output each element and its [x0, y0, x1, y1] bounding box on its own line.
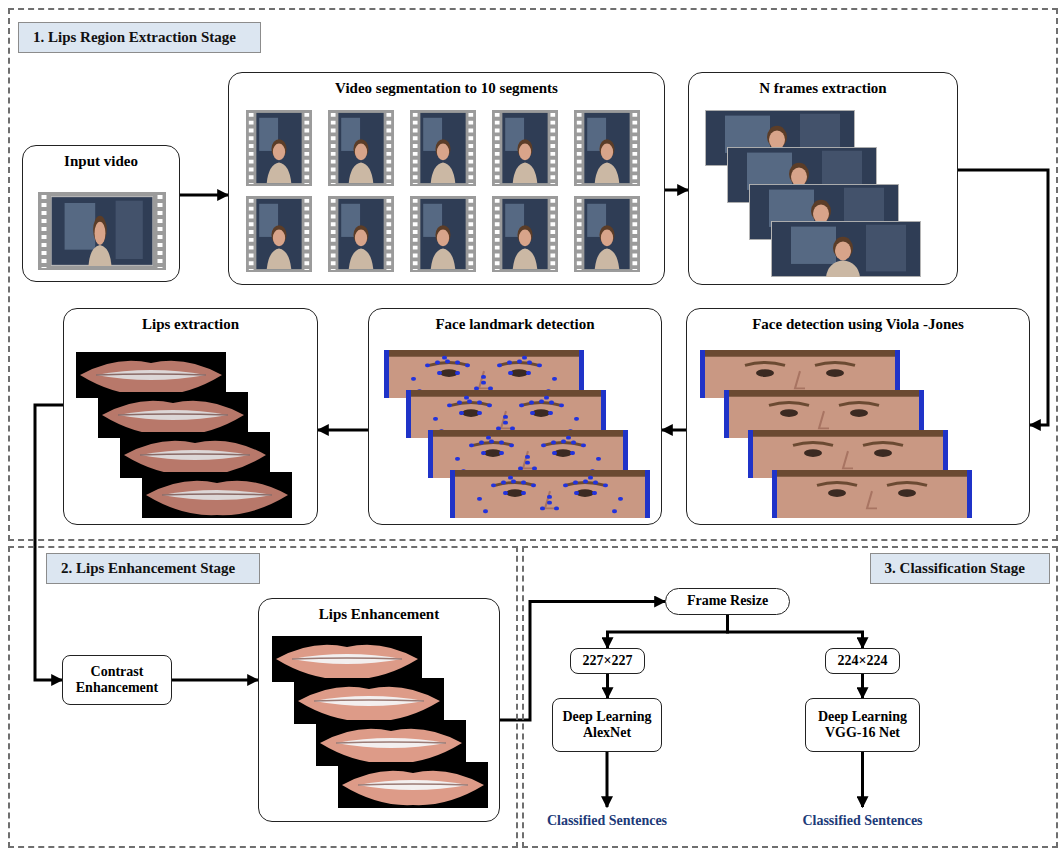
- process-box: Face detection using Viola -Jones: [686, 308, 1030, 525]
- flow-arrow: [861, 674, 864, 698]
- flow-arrow: [608, 615, 728, 648]
- box-label: Contrast Enhancement: [68, 664, 166, 696]
- film-segment: [574, 110, 640, 186]
- film-segment: [492, 110, 558, 186]
- stage-heading: 3. Classification Stage: [870, 553, 1050, 584]
- stage-region: 1. Lips Region Extraction StageInput vid…: [8, 8, 1058, 541]
- step-box: 227×227: [570, 648, 645, 674]
- output-arrow: [606, 752, 609, 807]
- film-segment: [410, 110, 476, 186]
- box-label: 227×227: [583, 653, 633, 669]
- flow-arrow: [665, 189, 688, 192]
- process-box: Face landmark detection: [368, 308, 662, 525]
- film-segment: [492, 196, 558, 272]
- output-arrow: [861, 752, 864, 807]
- video-frame: [51, 196, 153, 266]
- enhanced-lips-image: [316, 720, 466, 766]
- stage-region: 3. Classification StageFrame Resize 227×2…: [522, 546, 1058, 848]
- box-label: Deep Learning AlexNet: [558, 709, 656, 741]
- step-box: Frame Resize: [665, 588, 790, 615]
- output-label: Classified Sentences: [753, 813, 973, 829]
- flow-arrow: [180, 194, 228, 197]
- enhanced-lips-image: [338, 762, 488, 808]
- film-segment: [246, 196, 312, 272]
- box-label: Input video: [29, 153, 173, 170]
- flow-arrow: [728, 615, 863, 648]
- stage-heading: 1. Lips Region Extraction Stage: [18, 22, 261, 53]
- lips-image: [120, 432, 270, 478]
- flow-arrow: [35, 405, 63, 680]
- step-box: Deep Learning AlexNet: [552, 698, 662, 752]
- box-label: 224×224: [838, 653, 888, 669]
- process-box: Video segmentation to 10 segments: [228, 72, 665, 285]
- film-segment: [574, 196, 640, 272]
- box-label: Face detection using Viola -Jones: [693, 316, 1023, 333]
- step-box: Contrast Enhancement: [62, 655, 172, 705]
- box-label: Lips extraction: [70, 316, 311, 333]
- output-label: Classified Sentences: [497, 813, 717, 829]
- enhanced-lips-image: [294, 678, 444, 724]
- flow-arrow: [318, 429, 368, 432]
- process-box: Lips extraction: [63, 308, 318, 525]
- stage-region: 2. Lips Enhancement StageContrast Enhanc…: [8, 546, 518, 848]
- lips-image: [142, 472, 292, 518]
- face-crop: [772, 470, 972, 518]
- video-frame: [771, 221, 921, 277]
- box-label: Frame Resize: [687, 593, 768, 609]
- face-landmarks: [450, 470, 650, 518]
- film-holes: [158, 195, 163, 268]
- box-label: N frames extraction: [695, 80, 951, 97]
- box-label: Deep Learning VGG-16 Net: [811, 709, 914, 741]
- step-box: Deep Learning VGG-16 Net: [805, 698, 920, 752]
- process-box: Lips Enhancement: [258, 598, 500, 822]
- step-box: 224×224: [825, 648, 900, 674]
- film-segment: [410, 196, 476, 272]
- enhanced-lips-image: [272, 636, 422, 682]
- film-segment: [246, 110, 312, 186]
- film-strip: [38, 192, 166, 270]
- lips-image: [76, 352, 226, 398]
- flow-arrow: [662, 429, 686, 432]
- flow-arrow: [606, 674, 609, 698]
- process-box: N frames extraction: [688, 72, 958, 285]
- flow-arrow: [172, 679, 258, 682]
- stage-heading: 2. Lips Enhancement Stage: [46, 553, 260, 584]
- box-label: Face landmark detection: [375, 316, 655, 333]
- box-label: Lips Enhancement: [265, 606, 493, 623]
- flow-arrow: [958, 170, 1048, 425]
- film-segment: [328, 196, 394, 272]
- process-box: Input video: [22, 145, 180, 282]
- box-label: Video segmentation to 10 segments: [235, 80, 658, 97]
- lips-image: [98, 392, 248, 438]
- film-segment: [328, 110, 394, 186]
- film-holes: [42, 195, 47, 268]
